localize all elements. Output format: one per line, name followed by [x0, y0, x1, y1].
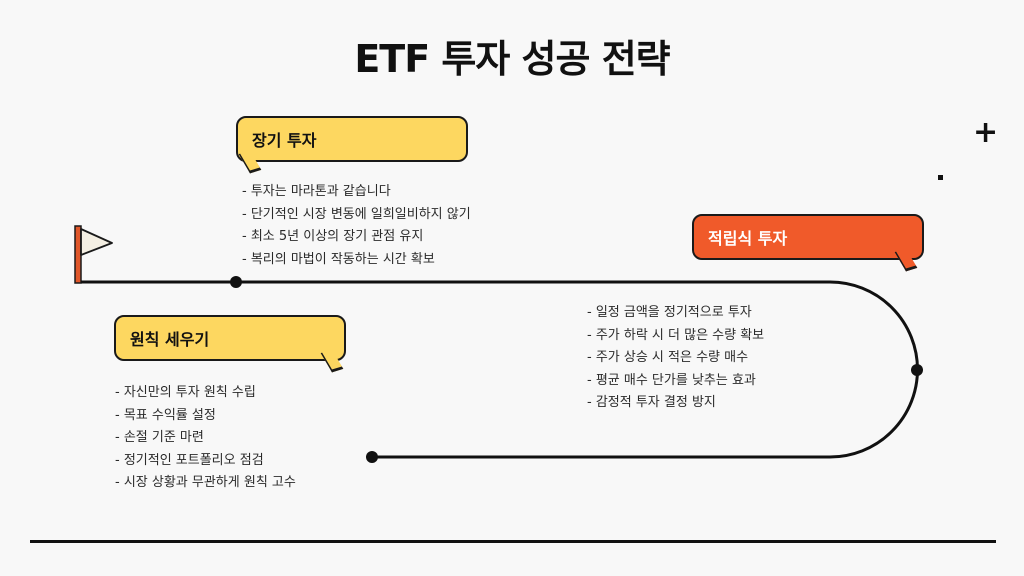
page-title: ETF 투자 성공 전략 — [354, 37, 670, 81]
decorative-dot — [938, 175, 943, 180]
milestone-dot-principles — [366, 451, 378, 463]
dca-list: - 일정 금액을 정기적으로 투자 - 주가 하락 시 더 많은 수량 확보 -… — [587, 302, 764, 415]
list-item: - 일정 금액을 정기적으로 투자 — [587, 305, 752, 320]
list-item: - 주가 상승 시 적은 수량 매수 — [587, 350, 749, 366]
milestone-dot-dca — [911, 364, 923, 376]
list-item: - 최소 5년 이상의 장기 관점 유지 — [242, 229, 424, 245]
list-item: - 평균 매수 단가를 낮추는 효과 — [587, 372, 756, 388]
list-item: - 자신만의 투자 원칙 수립 — [115, 385, 256, 400]
list-item: - 감정적 투자 결정 방지 — [587, 395, 716, 411]
milestone-dot-long-term — [230, 276, 242, 288]
long-term-list: - 투자는 마라톤과 같습니다 - 단기적인 시장 변동에 일희일비하지 않기 … — [242, 181, 471, 271]
long-term-label: 장기 투자 — [252, 131, 317, 150]
principles-label: 원칙 세우기 — [130, 330, 210, 349]
long-term-bubble: 장기 투자 — [236, 116, 468, 174]
bottom-divider — [30, 540, 996, 543]
plus-icon: + — [973, 115, 999, 150]
list-item: - 시장 상황과 무관하게 원칙 고수 — [115, 475, 296, 491]
list-item: - 단기적인 시장 변동에 일희일비하지 않기 — [242, 206, 471, 222]
flag-icon — [74, 225, 113, 284]
principles-list: - 자신만의 투자 원칙 수립 - 목표 수익률 설정 - 손절 기준 마련 -… — [115, 382, 296, 495]
dca-bubble: 적립식 투자 — [692, 214, 924, 272]
list-item: - 주가 하락 시 더 많은 수량 확보 — [587, 327, 765, 343]
list-item: - 정기적인 포트폴리오 점검 — [115, 452, 264, 468]
list-item: - 투자는 마라톤과 같습니다 — [242, 184, 391, 199]
list-item: - 복리의 마법이 작동하는 시간 확보 — [242, 251, 435, 267]
list-item: - 손절 기준 마련 — [115, 430, 204, 446]
principles-bubble: 원칙 세우기 — [114, 315, 346, 373]
dca-label: 적립식 투자 — [708, 229, 788, 248]
list-item: - 목표 수익률 설정 — [115, 407, 216, 423]
